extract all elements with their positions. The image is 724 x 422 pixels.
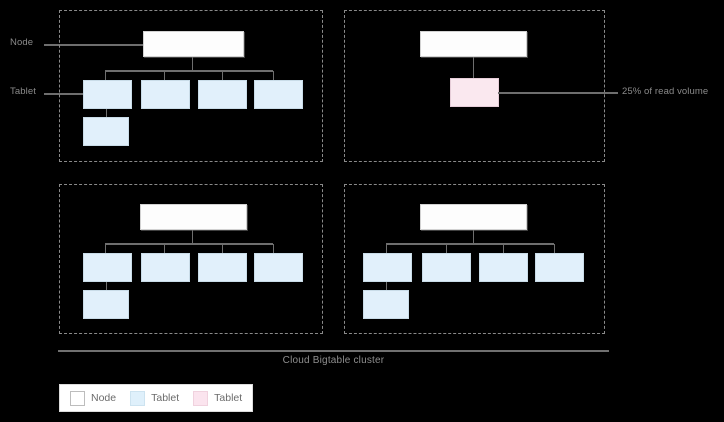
node-box	[140, 204, 247, 230]
legend-label-tablet: Tablet	[151, 392, 180, 404]
connector-node-stem	[473, 57, 474, 79]
tablet-box	[422, 253, 471, 282]
connector-node-stem	[192, 230, 193, 244]
side-label-tablet: Tablet	[10, 86, 36, 97]
read-volume-callout-line	[498, 92, 618, 94]
node-box	[420, 31, 527, 57]
cluster-node-panel-bottom-left	[59, 184, 323, 334]
tablet-box	[254, 253, 303, 282]
cluster-caption: Cloud Bigtable cluster	[282, 355, 385, 366]
tablet-box	[198, 80, 247, 109]
tablet-box	[479, 253, 528, 282]
connector-drop	[105, 71, 106, 81]
legend-item-hot-tablet: Tablet	[193, 390, 243, 406]
connector-drop	[164, 71, 165, 81]
tablet-box	[254, 80, 303, 109]
cluster-divider	[58, 350, 609, 352]
legend: Node Tablet Tablet	[59, 384, 254, 412]
tablet-box	[83, 117, 129, 146]
node-swatch-icon	[70, 390, 85, 406]
connector-drop	[164, 244, 165, 254]
connector-drop	[222, 244, 223, 254]
tablet-box	[83, 253, 132, 282]
tablet-box	[198, 253, 247, 282]
connector-drop	[273, 244, 274, 254]
connector-sub-stem	[106, 109, 107, 118]
connector-bus	[386, 243, 554, 245]
side-label-node: Node	[10, 37, 34, 48]
read-volume-label: 25% of read volume	[622, 86, 709, 97]
connector-drop	[446, 244, 447, 254]
connector-sub-stem	[106, 282, 107, 291]
connector-drop	[273, 71, 274, 81]
legend-item-node: Node	[70, 390, 117, 406]
legend-label-hot-tablet: Tablet	[214, 392, 243, 404]
legend-item-tablet: Tablet	[130, 390, 180, 406]
legend-label-node: Node	[91, 392, 117, 404]
tablet-box	[363, 253, 412, 282]
tablet-box	[535, 253, 584, 282]
cluster-node-panel-top-left	[59, 10, 323, 162]
connector-drop	[503, 244, 504, 254]
hot-tablet-swatch-icon	[193, 390, 209, 406]
connector-drop	[386, 244, 387, 254]
cluster-node-panel-top-right	[344, 10, 605, 162]
node-box	[420, 204, 527, 230]
tablet-callout-line	[44, 93, 84, 95]
connector-bus	[105, 243, 273, 245]
tablet-box	[83, 290, 129, 319]
tablet-box	[141, 80, 190, 109]
tablet-box	[83, 80, 132, 109]
connector-drop	[222, 71, 223, 81]
node-callout-line	[44, 44, 143, 46]
tablet-box	[141, 253, 190, 282]
connector-sub-stem	[386, 282, 387, 291]
tablet-swatch-icon	[130, 390, 146, 406]
connector-drop	[554, 244, 555, 254]
hot-tablet-box	[450, 78, 499, 107]
node-box	[143, 31, 244, 57]
tablet-box	[363, 290, 409, 319]
connector-bus	[105, 70, 273, 72]
connector-node-stem	[192, 57, 193, 71]
connector-drop	[105, 244, 106, 254]
cluster-node-panel-bottom-right	[344, 184, 605, 334]
connector-node-stem	[473, 230, 474, 244]
